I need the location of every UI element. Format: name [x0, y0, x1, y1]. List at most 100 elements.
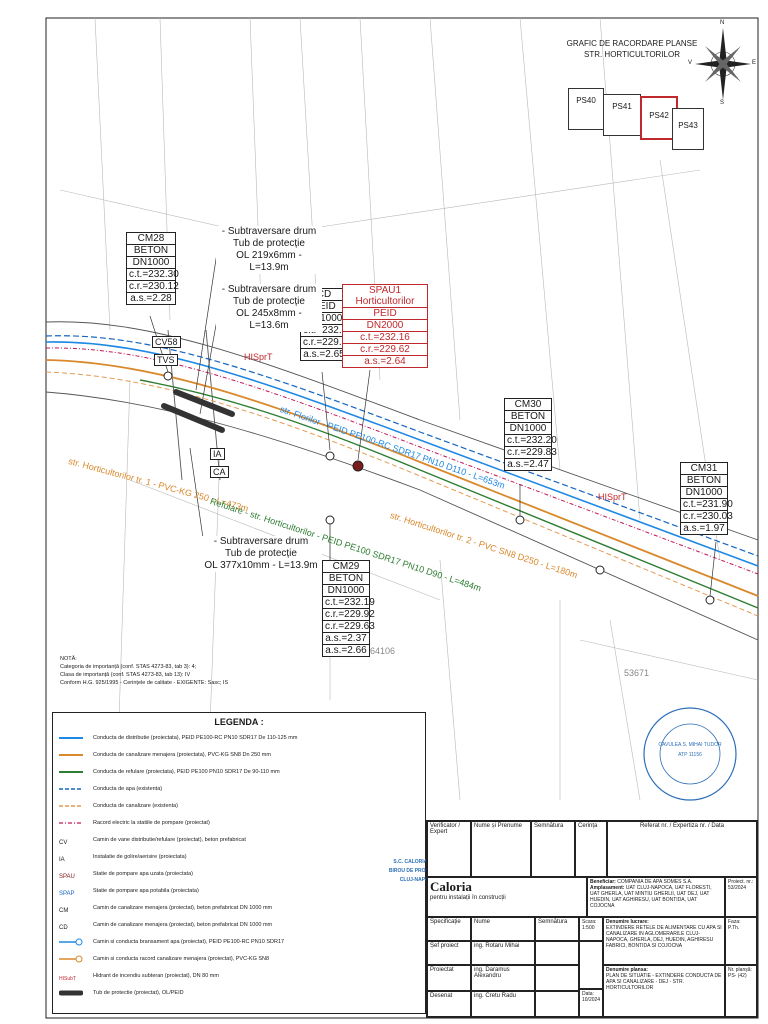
tb-scara-cell: Scara: 1:500 — [579, 917, 603, 941]
legend-branch-icon — [59, 938, 83, 946]
legend-symbol-spap: SPAP — [59, 891, 75, 897]
legend-text: Camin de canalizare menajera (proiectat)… — [93, 922, 273, 928]
legend-text: Hidrant de incendiu subteran (proiectat)… — [93, 973, 219, 979]
caloria-stamp-line: BIROU DE PROIECTARE — [388, 868, 448, 874]
cm31-line: c.t.=231.90 — [681, 499, 733, 511]
crossing-note-3: - Subtraversare drum Tub de protecție OL… — [200, 536, 322, 572]
crossing-3-line: OL 377x10mm - L=13.9m — [204, 560, 318, 571]
spau1-line: c.r.=229.62 — [343, 344, 427, 356]
overview-title: GRAFIC DE RACORDARE PLANSE STR. HORTICUL… — [562, 38, 702, 60]
tb-beneficiar-label: Beneficiar: — [590, 879, 616, 885]
legend-item: Conducta de distributie (proiectata), PE… — [59, 731, 419, 745]
cm28-line: c.t.=232.30 — [127, 269, 179, 281]
tb-scara-label: Scara: — [582, 919, 597, 925]
tb-sef: ing. Rotaru Mihai — [471, 941, 535, 965]
cd-line: DN1000 — [301, 313, 347, 325]
tb-sef-sign — [535, 941, 579, 965]
crossing-1-line: OL 219x6mm - L=13.9m — [236, 250, 302, 273]
legend-line-icon — [59, 822, 83, 824]
crossing-2-line: Tub de protecție — [233, 296, 305, 307]
cm30-line: CM30 — [505, 399, 551, 411]
notes-line: Clasa de importanță (conf. STAS 4273-83,… — [60, 672, 191, 678]
legend-line-icon — [59, 805, 83, 807]
cm31-line: a.s.=1.97 — [683, 523, 725, 534]
legend-text: Conducta de canalizare menajera (proiect… — [93, 752, 271, 758]
legend-item: Racord electric la statiile de pompare (… — [59, 816, 419, 830]
cm29-line: c.r.=229.92 — [323, 609, 375, 621]
tb-ref-header: Referat nr. / Expertiza nr. / Data — [607, 821, 757, 877]
spau1-line: DN2000 — [343, 320, 427, 332]
legend-text: Conducta de refulare (proiectata), PEID … — [93, 769, 280, 775]
overview-title-line1: GRAFIC DE RACORDARE PLANSE — [566, 39, 698, 48]
cm29-line: a.s.=2.66 — [325, 645, 367, 656]
legend-item: Tub de protectie (proiectat), OL/PEID — [59, 986, 419, 1000]
legend-title: LEGENDA : — [214, 717, 264, 727]
cm31-line: BETON — [681, 475, 727, 487]
pipe-refulare — [139, 379, 759, 609]
tb-desenat-label: Desenat — [427, 991, 471, 1017]
cm31-line: DN1000 — [681, 487, 727, 499]
chamber-box-cm31: CM31 BETON DN1000 c.t.=231.90 c.r.=230.0… — [680, 462, 733, 535]
pipe-sewer-existing — [45, 371, 759, 617]
verif-stamp-ring — [643, 707, 737, 801]
cm29-line: a.s.=2.37 — [323, 633, 369, 645]
spau1-line: a.s.=2.64 — [364, 356, 406, 367]
tb-nume-label: Nume — [471, 917, 535, 941]
legend-text: Conducta de distributie (proiectata), PE… — [93, 735, 298, 741]
legend-text: Statie de pompare apa uzata (proiectata) — [93, 871, 193, 877]
cm30-line: c.t.=232.20 — [505, 435, 557, 447]
cm31-line: c.r.=230.03 — [681, 511, 733, 523]
tb-name-header: Nume și Prenume — [471, 821, 531, 877]
pipe-water-existing — [45, 335, 759, 557]
tb-plansa-label: Denumire plansa: — [606, 967, 648, 973]
legend-text: Racord electric la statiile de pompare (… — [93, 820, 210, 826]
tb-nr-plansa-label: Nr. planșă: — [728, 967, 752, 973]
cm29-line: c.r.=229.63 — [323, 621, 375, 633]
caloria-stamp-line: CLUJ-NAPOCA — [399, 877, 437, 883]
legend-box: LEGENDA : Conducta de distributie (proie… — [52, 712, 426, 1014]
legend-line-icon — [59, 788, 83, 790]
label-hisprt-2: HISprT — [598, 492, 627, 502]
legend-item: Camin si conducta racord canalizare mena… — [59, 952, 419, 966]
legend-item: Camin si conducta bransament apa (proiec… — [59, 935, 419, 949]
parcel-53671: 53671 — [624, 668, 650, 678]
legend-item: Conducta de apa (existenta) — [59, 782, 419, 796]
crossing-note-1: - Subtraversare drum Tub de protecție OL… — [216, 226, 322, 274]
sheet-frame — [45, 17, 759, 1019]
cm30-line: DN1000 — [505, 423, 551, 435]
cd-line: c.t.=232.18 — [301, 325, 353, 337]
legend-symbol-spau: SPAU — [59, 874, 75, 880]
tb-lucrare: EXTINDERE RETELE DE ALIMENTARE CU APA SI… — [606, 925, 722, 949]
tb-firm-name: Caloria — [430, 879, 472, 894]
legend-item: Conducta de canalizare (existenta) — [59, 799, 419, 813]
cm28-line: a.s.=2.28 — [130, 293, 172, 304]
tb-verif-label: Verificator / Expert — [427, 821, 471, 877]
tb-beneficiar-cell: Beneficiar: COMPANIA DE APA SOMES S.A. A… — [587, 877, 725, 917]
tb-project-nr: 53/2024 — [728, 885, 747, 891]
sheet-ps42: PS42 — [640, 96, 678, 140]
notes-line: Categoria de importanță (conf. STAS 4273… — [60, 664, 197, 670]
cm30-line: a.s.=2.47 — [507, 459, 549, 470]
tb-sign-header: Semnătura — [531, 821, 575, 877]
leader-lines — [149, 245, 717, 597]
parcel-64106: 64106 — [370, 646, 396, 656]
tb-nr-plansa: PS- (42) — [728, 973, 747, 979]
overview-title-line2: STR. HORTICULTORILOR — [583, 50, 680, 59]
pipe-sewer — [45, 359, 759, 597]
tb-firm-sub: pentru instalații în construcții — [430, 895, 506, 901]
cd-line: c.r.=229.63 — [301, 337, 353, 349]
legend-symbol-cd: CD — [59, 925, 68, 931]
crossing-3-line: - Subtraversare drum — [213, 536, 309, 547]
tb-scara: 1:500 — [582, 925, 595, 931]
cm30-line: c.r.=229.83 — [505, 447, 557, 459]
legend-text: Conducta de apa (existenta) — [93, 786, 163, 792]
legend-line-icon — [59, 771, 83, 773]
tb-lucrare-label: Denumire lucrare: — [606, 919, 649, 925]
cm29-line: BETON — [323, 573, 369, 585]
cm29-line: c.t.=232.19 — [323, 597, 375, 609]
verif-stamp: CAVULEA S. MIHAI TUDOR ATP 11156 — [648, 740, 732, 760]
